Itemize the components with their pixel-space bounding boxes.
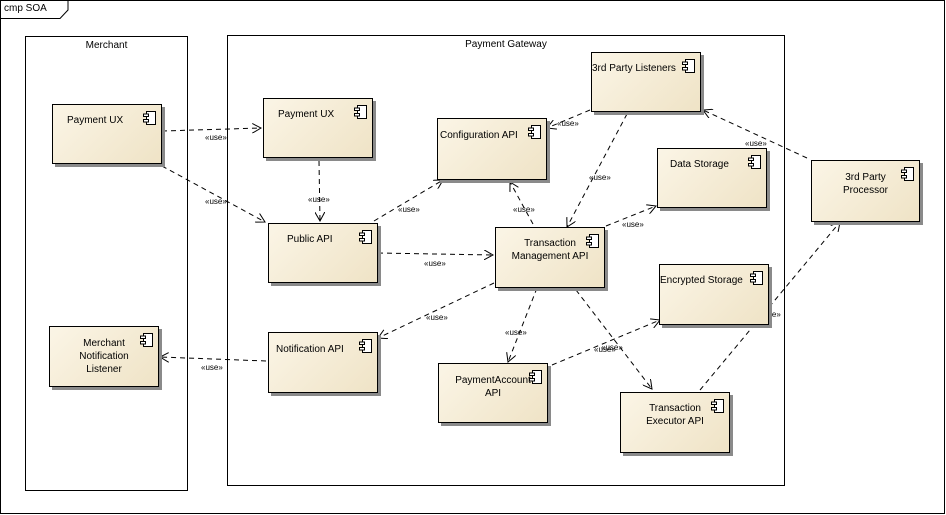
component-3rd-party-listeners[interactable]: 3rd Party Listeners	[591, 52, 701, 112]
use-label: «use»	[505, 328, 527, 337]
use-label: «use»	[201, 363, 223, 372]
component-icon	[711, 399, 725, 413]
component-encrypted-storage[interactable]: Encrypted Storage	[659, 264, 769, 325]
component-icon	[528, 125, 542, 139]
package-payment-gateway-title: Payment Gateway	[465, 39, 547, 50]
component-merchant-payment-ux[interactable]: Payment UX	[52, 104, 162, 164]
use-label: «use»	[557, 119, 579, 128]
component-icon	[682, 59, 696, 73]
component-icon	[359, 230, 373, 244]
component-label: Notification API	[276, 344, 344, 355]
component-icon	[901, 167, 915, 181]
use-label: «use»	[205, 133, 227, 142]
dependency-third_party_processor-to-third_party_listeners[interactable]	[703, 110, 808, 159]
dependency-tx_mgmt_api-to-tx_executor_api[interactable]	[575, 289, 652, 389]
component-data-storage[interactable]: Data Storage	[657, 148, 767, 208]
component-label: PaymentAccount API	[455, 375, 531, 399]
use-label: «use»	[601, 343, 623, 352]
component-configuration-api[interactable]: Configuration API	[437, 118, 547, 180]
use-label: «use»	[759, 310, 781, 319]
dependency-notification_api-to-merchant_listener[interactable]	[160, 357, 267, 361]
use-label: «use»	[622, 220, 644, 229]
use-label: «use»	[205, 197, 227, 206]
component-icon	[586, 234, 600, 248]
component-icon	[143, 111, 157, 125]
component-label: Configuration API	[440, 130, 518, 141]
use-label: «use»	[745, 139, 767, 148]
component-label: Transaction Executor API	[646, 403, 704, 427]
use-label: «use»	[426, 313, 448, 322]
component-label: 3rd Party Processor	[842, 172, 888, 196]
dependency-merchant_ux-to-gateway_ux[interactable]	[161, 128, 261, 131]
component-paymentaccount-api[interactable]: PaymentAccount API	[438, 363, 548, 423]
frame-tag-text: cmp SOA	[4, 3, 47, 14]
dependency-third_party_listeners-to-tx_mgmt_api[interactable]	[567, 113, 628, 227]
component-icon	[529, 370, 543, 384]
component-transaction-management-api[interactable]: Transaction Management API	[495, 227, 605, 288]
component-label: Merchant Notification Listener	[79, 338, 129, 375]
component-label: Public API	[287, 234, 333, 245]
component-icon	[354, 105, 368, 119]
use-label: «use»	[398, 205, 420, 214]
dependency-gateway_ux-to-public_api[interactable]	[319, 160, 320, 221]
dependency-payment_account_api-to-encrypted_storage[interactable]	[551, 320, 660, 366]
use-label: «use»	[594, 345, 616, 354]
component-icon	[750, 271, 764, 285]
dependency-tx_mgmt_api-to-notification_api[interactable]	[378, 282, 495, 338]
component-label: 3rd Party Listeners	[592, 63, 676, 74]
component-merchant-notification-listener[interactable]: Merchant Notification Listener	[49, 326, 159, 387]
component-label: Payment UX	[67, 115, 124, 126]
use-label: «use»	[513, 205, 535, 214]
component-icon	[748, 155, 762, 169]
component-label: Encrypted Storage	[660, 275, 743, 286]
component-label: Payment UX	[278, 109, 335, 120]
component-public-api[interactable]: Public API	[268, 223, 378, 283]
component-gateway-payment-ux[interactable]: Payment UX	[263, 98, 373, 158]
use-label: «use»	[308, 195, 330, 204]
dependency-tx_mgmt_api-to-payment_account_api[interactable]	[508, 287, 538, 362]
component-transaction-executor-api[interactable]: Transaction Executor API	[620, 392, 730, 453]
frame-tag: cmp SOA	[0, 0, 68, 18]
use-label: «use»	[589, 173, 611, 182]
dependency-public_api-to-config_api[interactable]	[373, 180, 443, 222]
package-merchant-title: Merchant	[85, 40, 128, 51]
component-label: Data Storage	[670, 159, 729, 170]
use-label: «use»	[424, 259, 446, 268]
component-icon	[140, 333, 154, 347]
component-icon	[359, 339, 373, 353]
component-notification-api[interactable]: Notification API	[268, 332, 378, 393]
component-label: Transaction Management API	[511, 238, 589, 262]
dependency-tx_mgmt_api-to-config_api[interactable]	[510, 182, 534, 225]
dependency-merchant_ux-to-public_api[interactable]	[161, 165, 265, 222]
dependency-third_party_listeners-to-config_api[interactable]	[547, 109, 591, 128]
component-3rd-party-processor[interactable]: 3rd Party Processor	[811, 160, 920, 222]
dependency-public_api-to-tx_mgmt_api[interactable]	[377, 253, 493, 255]
dependency-tx_executor_api-to-third_party_processor[interactable]	[699, 222, 840, 391]
